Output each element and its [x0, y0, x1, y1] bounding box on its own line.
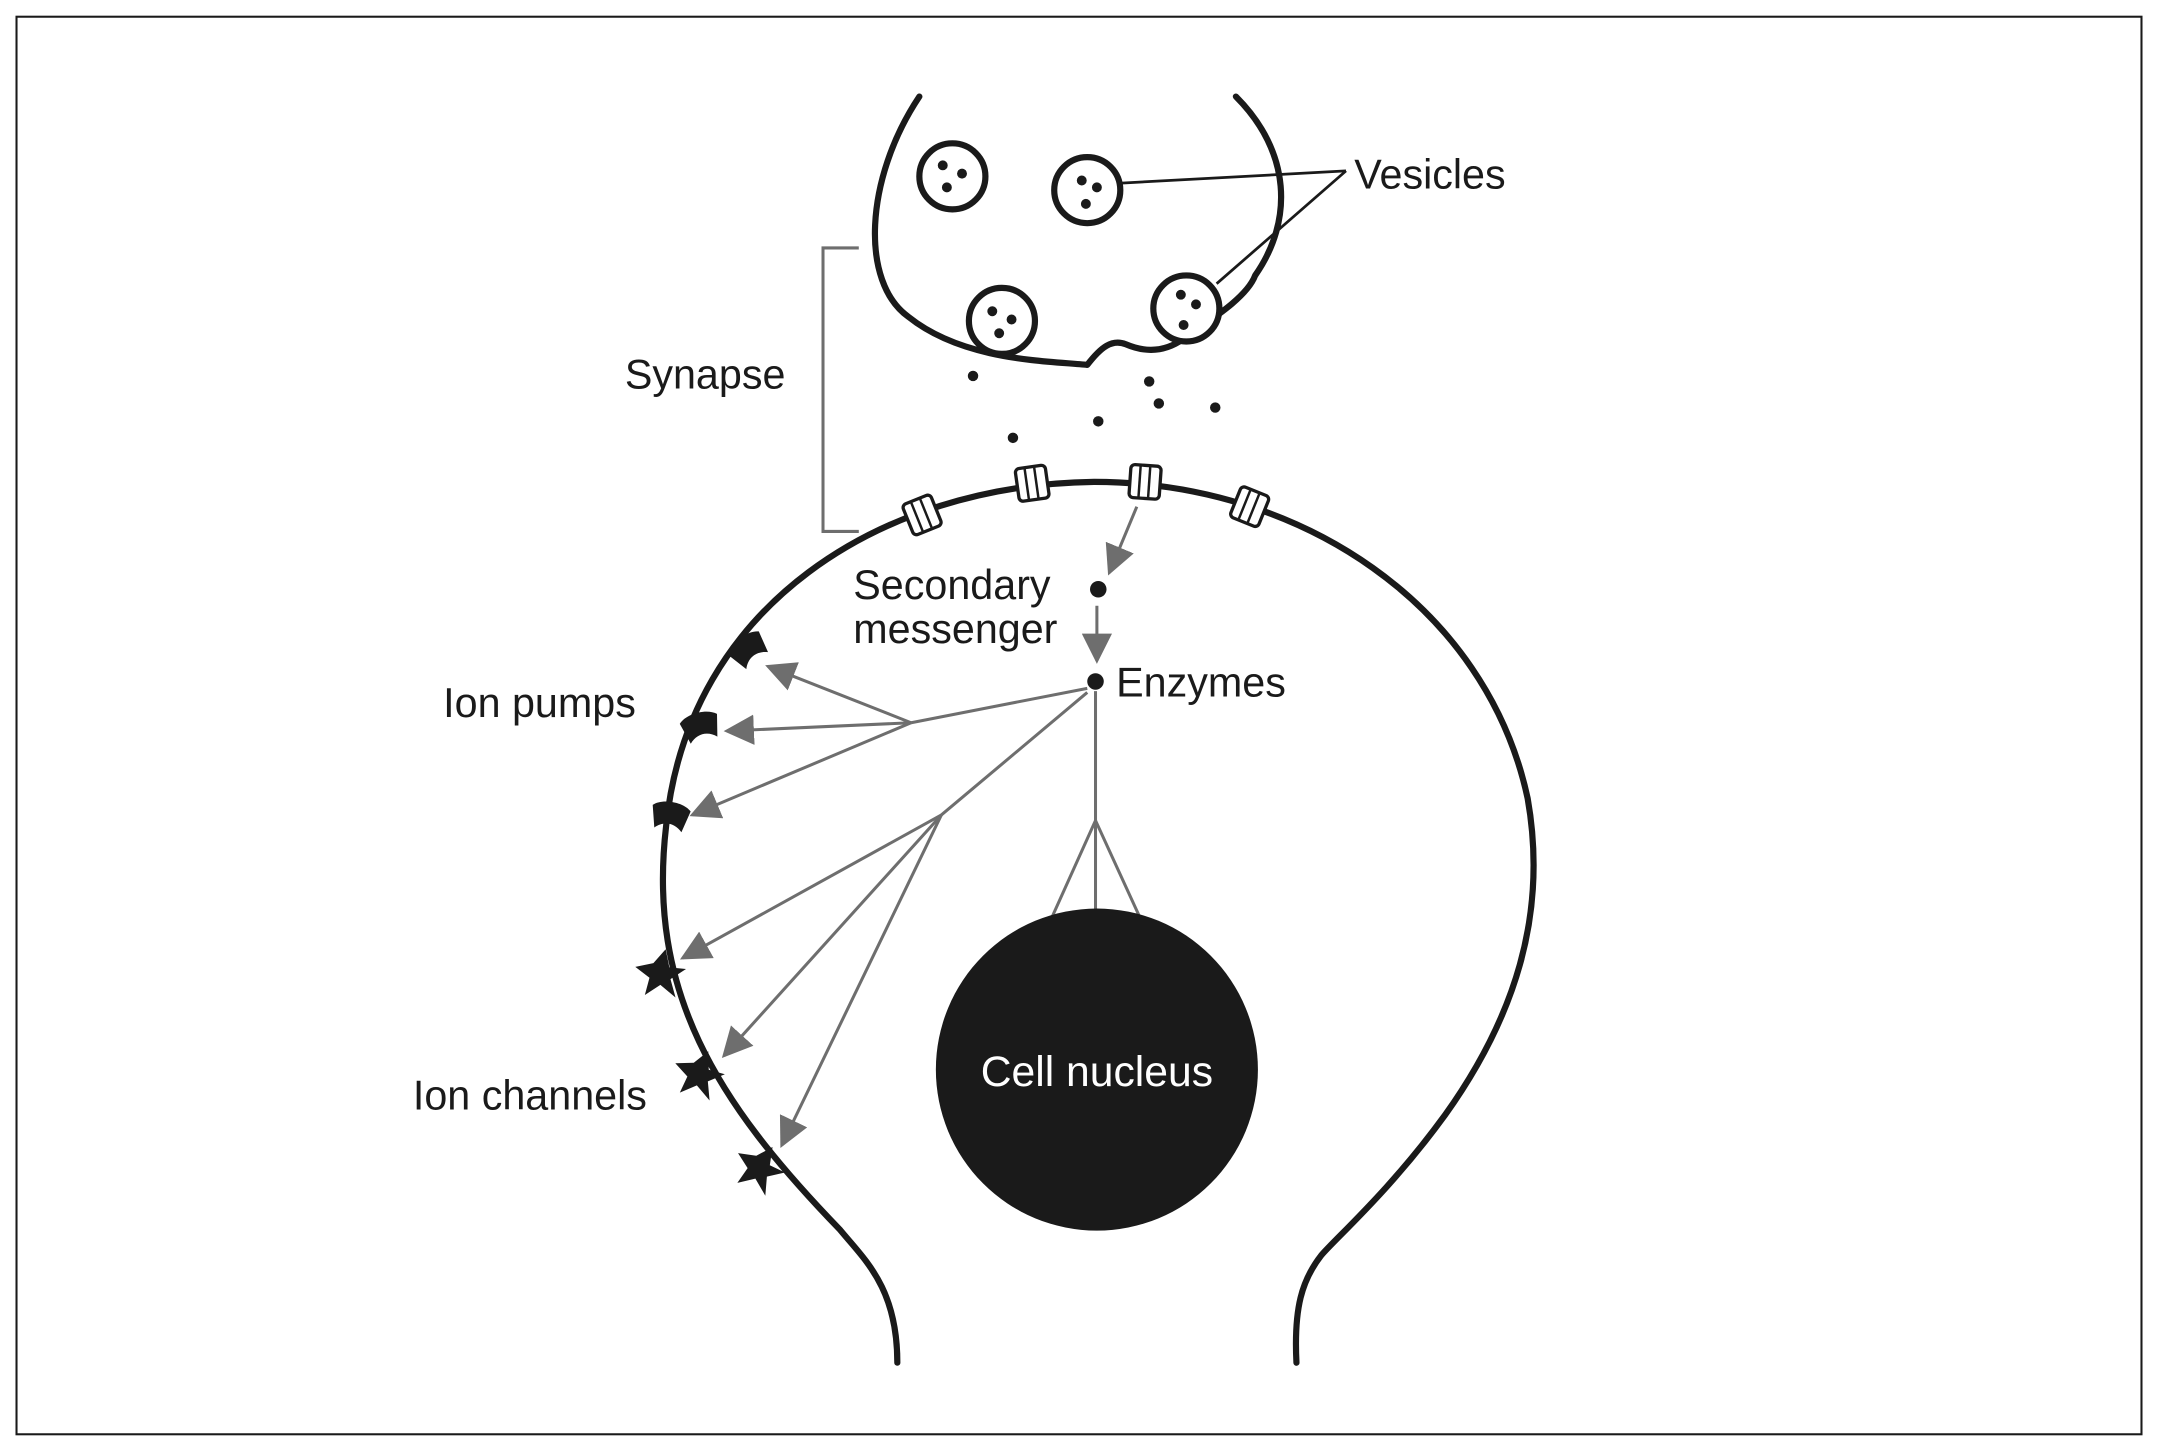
receptor [1013, 463, 1051, 503]
ion-pump [728, 631, 769, 670]
ion-pump-arrow [765, 662, 912, 725]
ion-channel [675, 1051, 725, 1101]
vesicle [916, 140, 989, 213]
secondary-messenger-label-line1: Secondary [853, 562, 1051, 608]
enzymes-dot [1087, 673, 1104, 690]
enzymes-label: Enzymes [1116, 660, 1286, 706]
vesicle [1051, 154, 1124, 227]
secondary-messenger-label-line2: messenger [853, 606, 1057, 652]
ion-pump-arrow [689, 721, 912, 819]
ion-channel-arrow [721, 813, 943, 1059]
presynaptic-terminal [871, 93, 1285, 369]
receptor-to-messenger-arrow [1105, 506, 1139, 576]
vesicles-pointer-line [1215, 169, 1347, 285]
ion-channel [635, 949, 687, 998]
receptor [901, 493, 943, 537]
receptor [1127, 462, 1163, 501]
postsynaptic-cell-membrane [659, 478, 1537, 1366]
secondary-messenger-dot [1090, 580, 1107, 598]
vesicles-label: Vesicles [1354, 152, 1505, 198]
vesicle [1150, 272, 1223, 345]
enzymes-branch-line [910, 686, 1088, 725]
ion-channels-label: Ion channels [413, 1072, 647, 1118]
enzymes-branch-line [940, 691, 1089, 817]
vesicles-pointer-line [1118, 169, 1347, 185]
ion-pumps-label: Ion pumps [443, 680, 636, 726]
ion-pump [652, 801, 691, 833]
ion-channel-arrow [679, 813, 943, 960]
vesicle [965, 284, 1039, 358]
ion-channel-arrow [779, 814, 943, 1148]
ion-channel [737, 1146, 785, 1196]
cell-nucleus [935, 908, 1258, 1231]
receptor [1229, 485, 1271, 529]
synapse-label: Synapse [625, 351, 786, 397]
neurotransmitter-molecules [967, 370, 1221, 444]
synapse-bracket [821, 246, 859, 533]
cell-nucleus-label: Cell nucleus [981, 1048, 1213, 1096]
ion-pump [679, 711, 718, 744]
ion-pump-arrow [723, 714, 912, 745]
